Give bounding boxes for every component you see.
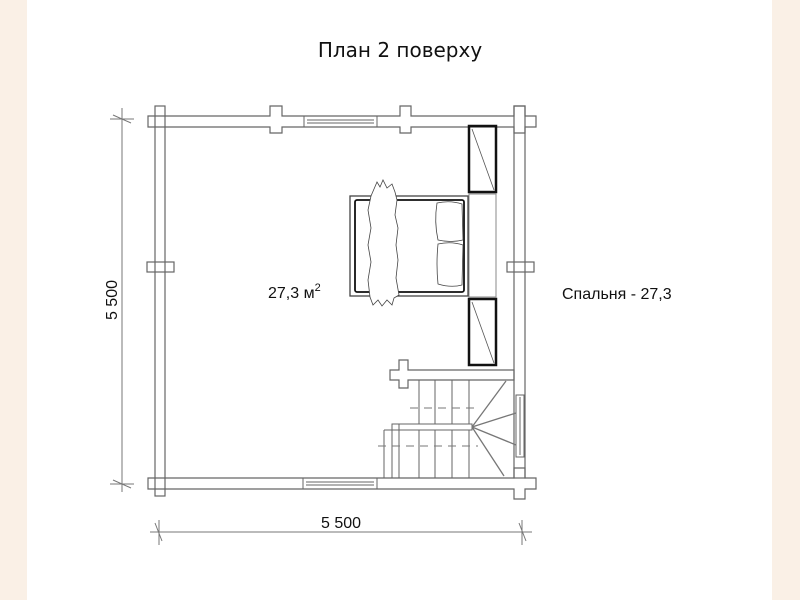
bed-blanket	[367, 179, 400, 307]
stair-post	[391, 423, 400, 479]
window-top	[303, 115, 378, 128]
wardrobe-top	[467, 124, 498, 194]
room-area-label: 27,3 м2	[268, 282, 321, 302]
window-bottom	[302, 477, 378, 490]
pillow-top	[435, 201, 464, 242]
stair-treads-upper	[418, 380, 470, 424]
pillow-bottom	[436, 242, 464, 287]
bed-mattress	[354, 199, 465, 293]
windows	[302, 115, 525, 490]
stair-winders	[471, 380, 517, 477]
dim-vertical-label: 5 500	[104, 280, 121, 320]
left-wall-joint	[146, 261, 175, 273]
stair-treads-lower	[383, 430, 470, 478]
wardrobe-bottom	[467, 297, 498, 367]
walls	[146, 105, 537, 500]
room-area-value: 27,3 м	[268, 285, 315, 302]
dim-horizontal-label: 5 500	[321, 515, 361, 532]
staircase	[378, 380, 517, 479]
stair-direction-arrow	[378, 407, 478, 447]
stair-mid-rail	[391, 423, 473, 431]
right-wall	[513, 105, 526, 479]
room-legend: Спальня - 27,3	[562, 286, 672, 303]
room-area-unit: 2	[315, 282, 321, 294]
bottom-wall	[147, 467, 537, 500]
window-stair	[515, 394, 525, 458]
left-wall	[154, 105, 166, 497]
bed-frame	[349, 195, 469, 297]
stair-wall	[389, 359, 515, 389]
wardrobes	[467, 124, 498, 367]
wardrobe-niche	[468, 193, 497, 298]
drawing-sheet	[27, 0, 772, 600]
right-wall-joint	[506, 261, 535, 273]
dimension-lines	[110, 108, 532, 545]
plan-title: План 2 поверху	[317, 38, 483, 62]
bed	[349, 179, 469, 307]
